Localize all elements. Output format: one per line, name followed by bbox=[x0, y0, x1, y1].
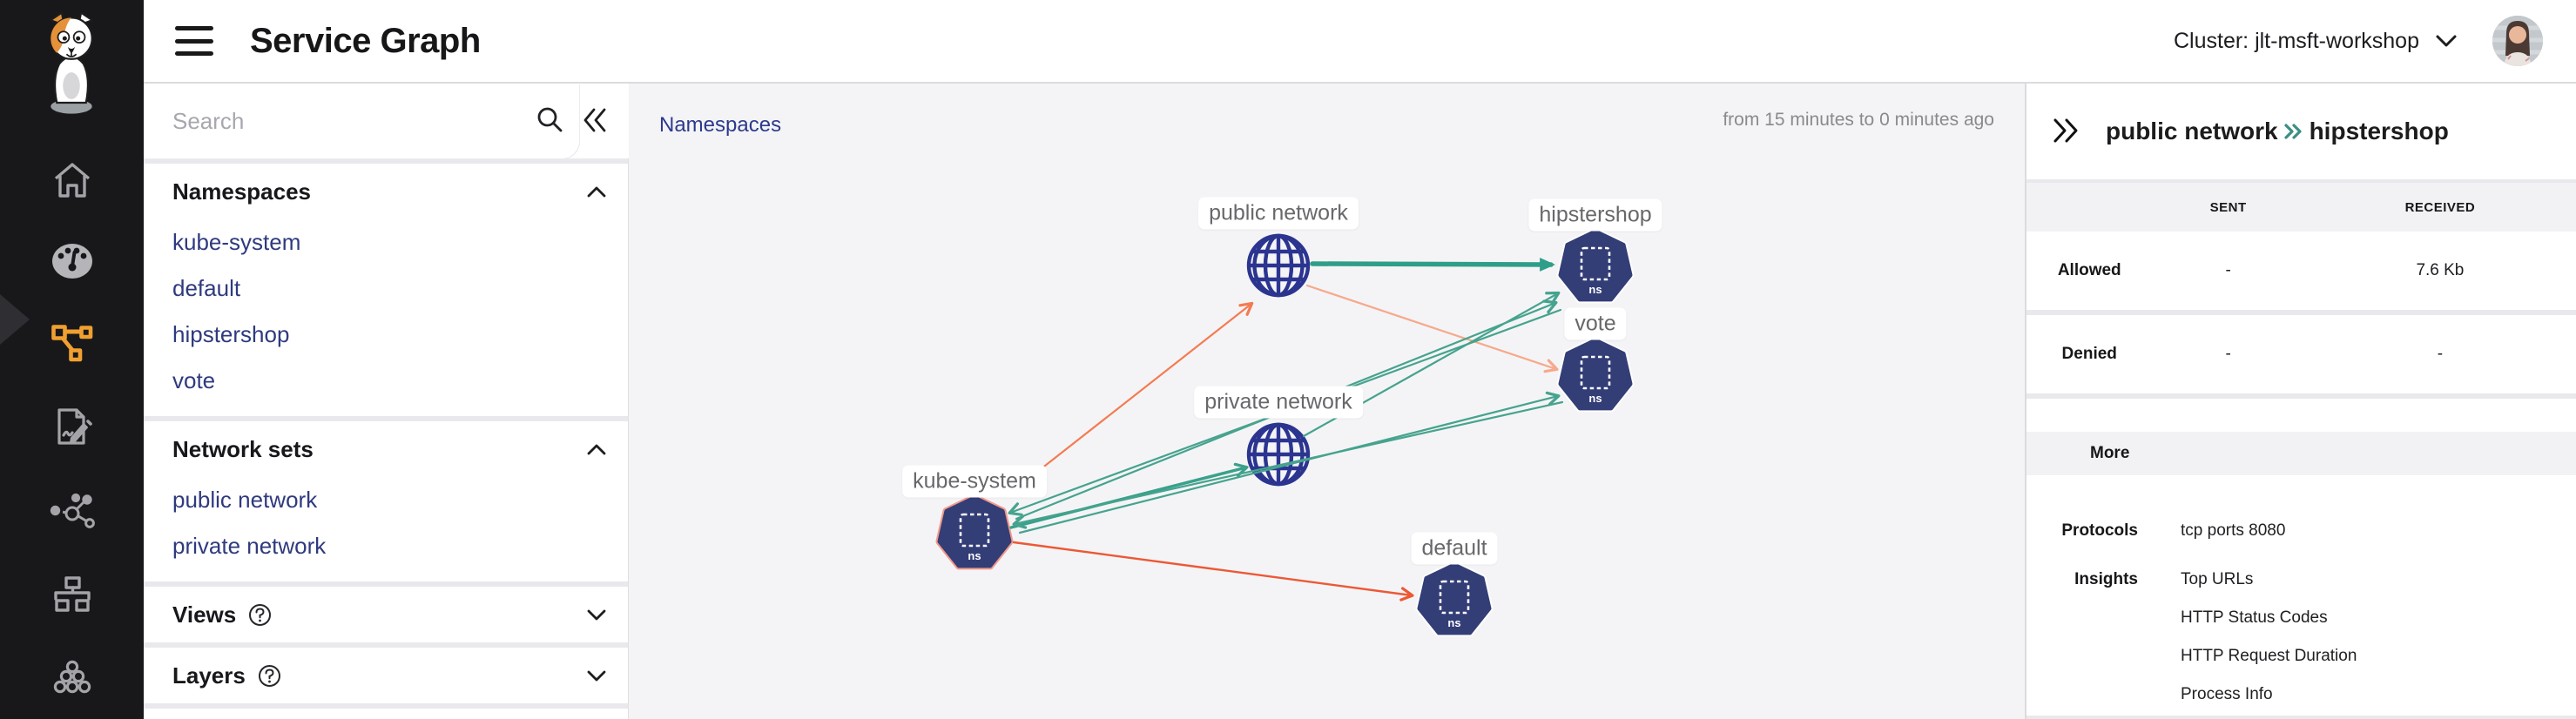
detail-row-protocols: Protocols tcp ports 8080 bbox=[2026, 512, 2576, 550]
edge-public-network-to-vote bbox=[1305, 284, 1559, 373]
help-icon[interactable] bbox=[258, 664, 281, 688]
search-input[interactable] bbox=[144, 86, 529, 156]
cluster-icon[interactable] bbox=[0, 648, 144, 709]
connections-icon[interactable] bbox=[0, 481, 144, 542]
graph-canvas[interactable]: Namespaces from 15 minutes to 0 minutes … bbox=[629, 84, 2025, 719]
section-header[interactable]: Namespaces bbox=[144, 164, 628, 219]
sidebar-section-layers: Layers bbox=[144, 648, 628, 703]
svg-text:ns: ns bbox=[1588, 392, 1602, 405]
graph-node-hipstershop[interactable]: ns bbox=[1556, 227, 1635, 306]
chevron-up-icon bbox=[586, 443, 607, 456]
sidebar-item-vote[interactable]: vote bbox=[144, 358, 628, 404]
page-title: Service Graph bbox=[250, 21, 481, 60]
avatar[interactable] bbox=[2492, 16, 2543, 66]
node-label-default[interactable]: default bbox=[1411, 532, 1498, 565]
node-label-kube-system[interactable]: kube-system bbox=[902, 465, 1047, 498]
breadcrumb-arrow-icon bbox=[2283, 123, 2303, 140]
node-label-vote[interactable]: vote bbox=[1564, 307, 1627, 340]
sidebar-section-views: Views bbox=[144, 587, 628, 642]
graph-node-vote[interactable]: ns bbox=[1556, 336, 1635, 415]
section-title: Namespaces bbox=[172, 178, 311, 205]
svg-text:ns: ns bbox=[1447, 616, 1460, 629]
dashboard-icon[interactable] bbox=[0, 231, 144, 292]
sidebar-item-public-network[interactable]: public network bbox=[144, 477, 628, 523]
service-graph-icon[interactable] bbox=[0, 313, 144, 374]
detail-value: Top URLs bbox=[2181, 570, 2254, 588]
section-title: Layers bbox=[172, 662, 246, 689]
cluster-label: Cluster: jlt-msft-workshop bbox=[2174, 28, 2419, 53]
sidebar-item-hipstershop[interactable]: hipstershop bbox=[144, 312, 628, 358]
breadcrumb-source[interactable]: public network bbox=[2106, 118, 2278, 144]
edge-kube-system-to-default bbox=[1012, 541, 1414, 601]
help-icon[interactable] bbox=[248, 603, 272, 627]
detail-value: Process Info bbox=[2181, 685, 2273, 703]
time-range-label: from 15 minutes to 0 minutes ago bbox=[1723, 110, 1994, 130]
search-card bbox=[144, 84, 629, 158]
svg-text:ns: ns bbox=[1588, 283, 1602, 296]
column-header-sent: SENT bbox=[2209, 199, 2247, 215]
more-section-header[interactable]: More bbox=[2026, 432, 2576, 475]
logs-icon[interactable] bbox=[0, 396, 144, 457]
chevron-down-icon bbox=[586, 608, 607, 622]
svg-text:ns: ns bbox=[968, 549, 981, 562]
detail-value: HTTP Status Codes bbox=[2181, 608, 2328, 627]
cluster-selector[interactable]: Cluster: jlt-msft-workshop bbox=[2174, 29, 2458, 54]
top-bar: Service Graph Cluster: jlt-msft-workshop bbox=[144, 0, 2576, 84]
breadcrumb-target[interactable]: hipstershop bbox=[2309, 118, 2449, 144]
icon-rail bbox=[0, 0, 144, 719]
home-icon[interactable] bbox=[0, 150, 144, 211]
detail-value: tcp ports 8080 bbox=[2181, 521, 2286, 540]
received-value: - bbox=[2437, 345, 2444, 363]
explorer-panel: Namespaces kube-systemdefaulthipstershopv… bbox=[144, 84, 629, 719]
sidebar-item-private-network[interactable]: private network bbox=[144, 523, 628, 569]
detail-panel: public network hipstershop SENT RECEIVED… bbox=[2025, 84, 2576, 719]
section-header[interactable]: Views bbox=[144, 587, 628, 642]
sidebar-item-kube-system[interactable]: kube-system bbox=[144, 219, 628, 265]
detail-label: Protocols bbox=[2061, 521, 2138, 540]
node-label-private-network[interactable]: private network bbox=[1194, 386, 1363, 419]
section-header[interactable]: Layers bbox=[144, 648, 628, 703]
traffic-row-denied: Denied - - bbox=[2026, 315, 2576, 393]
collapse-panel-icon[interactable] bbox=[2047, 112, 2085, 151]
row-label: Allowed bbox=[2057, 261, 2121, 279]
search-icon[interactable] bbox=[529, 100, 570, 143]
edge-public-network-to-hipstershop bbox=[1310, 258, 1555, 272]
section-header[interactable]: Network sets bbox=[144, 421, 628, 477]
section-title: Network sets bbox=[172, 435, 314, 462]
breadcrumb: public network hipstershop bbox=[2026, 84, 2576, 179]
sent-value: - bbox=[2225, 261, 2231, 279]
graph-node-kube-system[interactable]: ns bbox=[935, 494, 1014, 573]
app-logo-cat bbox=[49, 11, 94, 114]
column-header-received: RECEIVED bbox=[2404, 199, 2476, 215]
detail-value: HTTP Request Duration bbox=[2181, 647, 2357, 665]
traffic-row-allowed: Allowed - 7.6 Kb bbox=[2026, 232, 2576, 310]
detail-values: tcp ports 8080 bbox=[2181, 512, 2285, 550]
section-title: Views bbox=[172, 601, 237, 628]
received-value: 7.6 Kb bbox=[2416, 261, 2465, 279]
sidebar-item-default[interactable]: default bbox=[144, 265, 628, 312]
graph-node-public-network[interactable] bbox=[1239, 226, 1318, 305]
menu-icon[interactable] bbox=[175, 26, 213, 56]
collapse-sidebar-icon[interactable] bbox=[577, 101, 617, 142]
sent-value: - bbox=[2225, 345, 2231, 363]
canvas-view-title: Namespaces bbox=[659, 113, 782, 137]
detail-label: Insights bbox=[2074, 570, 2138, 588]
graph-node-default[interactable]: ns bbox=[1415, 561, 1494, 640]
graph-node-private-network[interactable] bbox=[1239, 415, 1318, 494]
row-label: Denied bbox=[2061, 345, 2117, 363]
explorer-footer-card bbox=[144, 709, 628, 719]
chevron-up-icon bbox=[586, 185, 607, 198]
chevron-down-icon bbox=[2436, 35, 2457, 47]
traffic-table-header: SENT RECEIVED bbox=[2026, 183, 2576, 232]
chevron-down-icon bbox=[586, 669, 607, 682]
node-label-public-network[interactable]: public network bbox=[1198, 197, 1359, 230]
topology-icon[interactable] bbox=[0, 564, 144, 625]
node-label-hipstershop[interactable]: hipstershop bbox=[1528, 198, 1662, 232]
detail-value: Sockets bbox=[2181, 714, 2357, 719]
